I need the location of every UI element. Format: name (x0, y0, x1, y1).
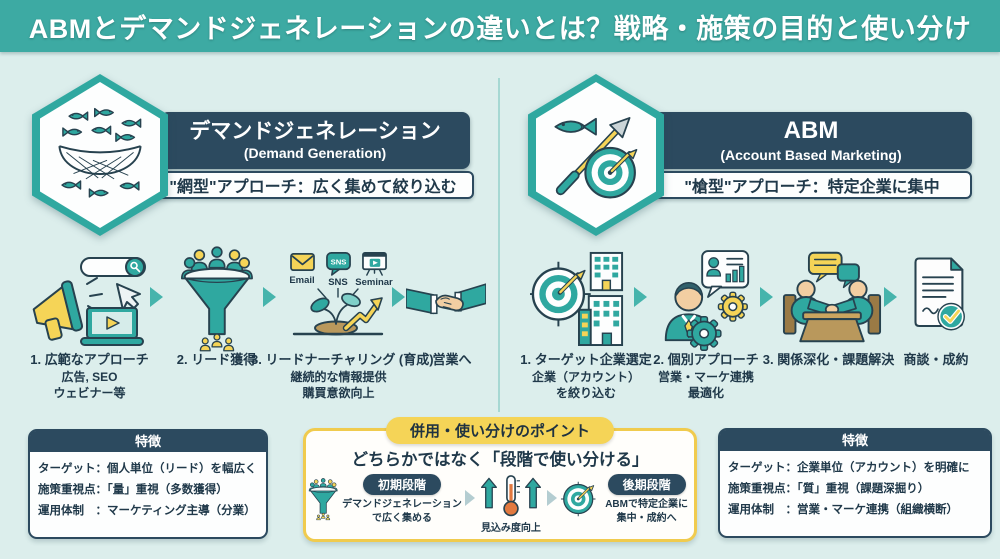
meeting-icon (782, 251, 882, 343)
svg-text:SNS: SNS (330, 257, 346, 266)
feature-row: 施策重視点：「質」重視（課題深掘り） (728, 483, 930, 495)
features-title: 特徴 (720, 430, 990, 451)
feature-row: ターゲット：企業単位（アカウント）を明確に (728, 462, 970, 474)
funnel-icon (308, 478, 338, 521)
abm-subtitle: (Account Based Marketing) (720, 146, 902, 163)
abm-features-box: 特徴 ターゲット：企業単位（アカウント）を明確に 施策重視点：「質」重視（課題深… (718, 428, 992, 538)
contract-check-icon (914, 257, 965, 331)
early-stage: 初期段階 デマンドジェネレーション で広く集める (342, 474, 462, 525)
step-label: 2. 個別アプローチ 営業・マーケ連携 最適化 (653, 352, 759, 400)
early-stage-pill: 初期段階 (362, 474, 441, 495)
person-gears-icon (664, 250, 750, 351)
email-icon (289, 253, 315, 272)
demandgen-hexagon (32, 74, 168, 236)
abm-title-bar: ABM (Account Based Marketing) (650, 112, 972, 169)
abm-hexagon (528, 74, 664, 236)
fish-net-icon (58, 107, 142, 198)
sns-bubble-icon: SNS (325, 252, 351, 276)
demandgen-title: デマンドジェネレーション (189, 119, 441, 143)
nurturing-icon: Email SNS SNS Seminar (286, 251, 393, 336)
target-buildings-icon (530, 251, 624, 346)
channel-label: Email (289, 275, 315, 286)
megaphone-icon (32, 257, 146, 346)
combo-headline: どちらかではなく「段階で使い分ける」 (351, 451, 649, 469)
mid-stage-label: 見込み度向上 (480, 523, 541, 534)
feature-row: ターゲット：個人単位（リード）を幅広く (38, 463, 257, 475)
flow-arrow-icon (884, 287, 897, 307)
seminar-icon (361, 252, 387, 276)
flow-arrow-icon (263, 287, 276, 307)
stage-arrow-icon (465, 490, 476, 506)
channel-label: SNS (328, 277, 348, 288)
mid-stage: 見込み度向上 (478, 474, 544, 536)
feature-row: 運用体制 ：営業・マーケ連携（組織横断） (728, 504, 958, 516)
step-label: 3. リードナーチャリング (育成) 継続的な情報提供 購買意欲向上 (251, 352, 434, 400)
thermometer-icon (480, 475, 541, 517)
combo-point-box: 併用・使い分けのポイント どちらかではなく「段階で使い分ける」 初期段階 デマン… (303, 417, 697, 542)
header-bar: ABMとデマンドジェネレーションの違いとは？戦略・施策の目的と使い分け (0, 0, 1000, 52)
column-divider (498, 78, 500, 412)
channel-label: Seminar (355, 277, 393, 288)
growth-plant-icon (292, 288, 384, 336)
step-label: 3. 関係深化・課題解決 (762, 352, 895, 367)
step-label: 営業へ (432, 352, 472, 367)
late-stage-pill: 後期段階 (607, 474, 686, 495)
spear-target-icon (554, 117, 649, 208)
features-title: 特徴 (30, 431, 266, 452)
demandgen-title-bar: デマンドジェネレーション (Demand Generation) (160, 112, 470, 169)
step-label: 2. リード獲得 (176, 352, 257, 367)
demandgen-subtitle: (Demand Generation) (243, 145, 387, 162)
flow-arrow-icon (760, 287, 773, 307)
flow-arrow-icon (634, 287, 647, 307)
channel-icons: Email SNS SNS Seminar (287, 251, 393, 288)
abm-title: ABM (783, 117, 839, 145)
stage-arrow-icon (546, 490, 557, 506)
demandgen-approach-bar: "網型"アプローチ：広く集めて絞り込む (152, 171, 474, 199)
funnel-icon (180, 246, 254, 352)
step-label: 商談・成約 (903, 352, 969, 367)
demandgen-features-box: 特徴 ターゲット：個人単位（リード）を幅広く 施策重視点：「量」重視（多数獲得）… (28, 429, 268, 539)
target-icon (560, 481, 596, 517)
step-label: 1. ターゲット企業選定 企業（アカウント） を絞り込む (520, 352, 652, 400)
handshake-icon (406, 283, 486, 315)
abm-approach-bar: "槍型"アプローチ：特定企業に集中 (652, 171, 972, 199)
step-label: 1. 広範なアプローチ 広告, SEO ウェビナー等 (30, 352, 149, 400)
flow-arrow-icon (150, 287, 163, 307)
feature-row: 運用体制 ：マーケティング主導（分業） (38, 505, 256, 517)
page-title: ABMとデマンドジェネレーションの違いとは？戦略・施策の目的と使い分け (28, 13, 972, 44)
combo-badge: 併用・使い分けのポイント (385, 417, 615, 444)
feature-row: 施策重視点：「量」重視（多数獲得） (38, 484, 228, 496)
flow-arrow-icon (392, 287, 405, 307)
late-stage: 後期段階 ABMで特定企業に 集中・成約へ (599, 474, 694, 525)
combo-stages: 初期段階 デマンドジェネレーション で広く集める 見込み度向上 (306, 474, 694, 536)
